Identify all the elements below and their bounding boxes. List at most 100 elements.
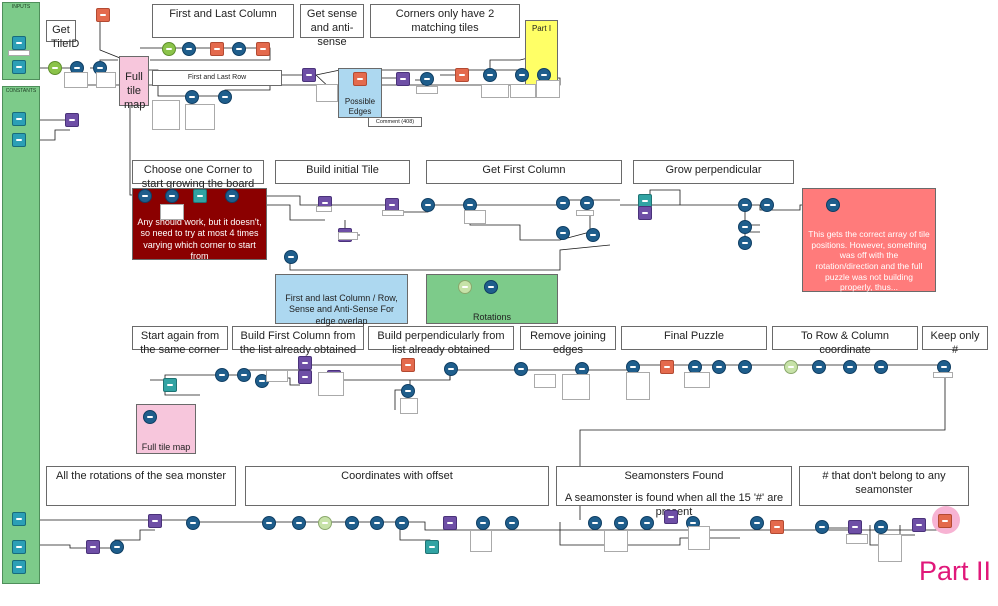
sample-tool-icon[interactable] <box>193 189 207 203</box>
input-label <box>8 50 30 56</box>
sort-tool-icon[interactable] <box>586 228 600 242</box>
tool-annotation <box>688 526 710 550</box>
formula-tool-icon[interactable] <box>237 368 251 382</box>
sort-tool-icon[interactable] <box>815 520 829 534</box>
summarize-tool-icon[interactable] <box>660 360 674 374</box>
append-tool-icon[interactable] <box>148 514 162 528</box>
transpose-tool-icon[interactable] <box>874 360 888 374</box>
union-tool-icon[interactable] <box>302 68 316 82</box>
join-tool-icon[interactable] <box>443 516 457 530</box>
select-tool-icon[interactable] <box>162 42 176 56</box>
input-data-tool[interactable] <box>12 36 26 50</box>
formula-tool-icon[interactable] <box>370 516 384 530</box>
formula-tool-icon[interactable] <box>232 42 246 56</box>
tool-annotation <box>338 232 358 240</box>
tool-annotation <box>96 72 116 88</box>
formula-tool-icon[interactable] <box>738 220 752 234</box>
formula-tool-icon[interactable] <box>760 198 774 212</box>
summarize-tool-icon[interactable] <box>938 514 952 528</box>
formula-tool-icon[interactable] <box>96 8 110 22</box>
formula-tool-icon[interactable] <box>401 384 415 398</box>
sort-tool-icon[interactable] <box>476 516 490 530</box>
select-tool-icon[interactable] <box>458 280 472 294</box>
formula-tool-icon[interactable] <box>225 189 239 203</box>
browse-tool-icon[interactable] <box>826 198 840 212</box>
append-tool-icon[interactable] <box>65 113 79 127</box>
formula-tool-icon[interactable] <box>556 226 570 240</box>
input-data-tool[interactable] <box>12 60 26 74</box>
formula-tool-icon[interactable] <box>514 362 528 376</box>
formula-tool-icon[interactable] <box>505 516 519 530</box>
summarize-tool-icon[interactable] <box>455 68 469 82</box>
sort-tool-icon[interactable] <box>640 516 654 530</box>
formula-tool-icon[interactable] <box>138 189 152 203</box>
join-tool-icon[interactable] <box>298 370 312 384</box>
transpose-tool-icon[interactable] <box>812 360 826 374</box>
formula-tool-icon[interactable] <box>738 236 752 250</box>
iterative-macro-icon[interactable] <box>444 362 458 376</box>
union-tool-icon[interactable] <box>638 206 652 220</box>
formula-tool-icon[interactable] <box>284 250 298 264</box>
formula-tool-icon[interactable] <box>738 198 752 212</box>
iterative-macro-icon[interactable] <box>186 516 200 530</box>
join-tool-icon[interactable] <box>912 518 926 532</box>
comment-coordinates-offset: Coordinates with offset <box>245 466 549 506</box>
comment-build-perp-list: Build perpendicularly from list already … <box>368 326 514 356</box>
append-tool-icon[interactable] <box>86 540 100 554</box>
select-tool-icon[interactable] <box>318 516 332 530</box>
formula-tool-icon[interactable] <box>614 516 628 530</box>
sample-tool-icon[interactable] <box>163 378 177 392</box>
join-tool-icon[interactable] <box>664 510 678 524</box>
formula-tool-icon[interactable] <box>218 90 232 104</box>
formula-tool-icon[interactable] <box>182 42 196 56</box>
constant-data-tool[interactable] <box>12 540 26 554</box>
formula-tool-icon[interactable] <box>215 368 229 382</box>
summarize-tool-icon[interactable] <box>401 358 415 372</box>
comment-get-tileid: Get TileID <box>46 20 79 50</box>
join-tool-icon[interactable] <box>396 72 410 86</box>
tool-annotation <box>562 374 590 400</box>
comment-count-label: Comment (408) <box>368 117 422 127</box>
tool-annotation <box>534 374 556 388</box>
transpose-tool-icon[interactable] <box>262 516 276 530</box>
formula-tool-icon[interactable] <box>515 68 529 82</box>
join-tool-icon[interactable] <box>848 520 862 534</box>
sort-tool-icon[interactable] <box>395 516 409 530</box>
formula-tool-icon[interactable] <box>345 516 359 530</box>
formula-tool-icon[interactable] <box>874 520 888 534</box>
formula-tool-icon[interactable] <box>750 516 764 530</box>
summarize-tool-icon[interactable] <box>770 520 784 534</box>
comment-final-puzzle: Final Puzzle <box>621 326 767 350</box>
constant-data-tool[interactable] <box>12 112 26 126</box>
formula-tool-icon[interactable] <box>484 280 498 294</box>
tool-annotation <box>626 372 650 400</box>
join-tool-icon[interactable] <box>298 356 312 370</box>
iterative-macro-icon[interactable] <box>580 196 594 210</box>
summarize-tool-icon[interactable] <box>353 72 367 86</box>
constant-data-tool[interactable] <box>12 560 26 574</box>
inputs-panel-title: INPUTS <box>11 4 31 10</box>
select-tool-icon[interactable] <box>784 360 798 374</box>
formula-tool-icon[interactable] <box>421 198 435 212</box>
sort-tool-icon[interactable] <box>165 189 179 203</box>
sort-tool-icon[interactable] <box>185 90 199 104</box>
constant-data-tool[interactable] <box>12 133 26 147</box>
transpose-tool-icon[interactable] <box>110 540 124 554</box>
summarize-tool-icon[interactable] <box>256 42 270 56</box>
formula-tool-icon[interactable] <box>292 516 306 530</box>
formula-tool-icon[interactable] <box>556 196 570 210</box>
comment-grow-perpendicular: Grow perpendicular <box>633 160 794 184</box>
formula-tool-icon[interactable] <box>588 516 602 530</box>
formula-tool-icon[interactable] <box>143 410 157 424</box>
formula-tool-icon[interactable] <box>843 360 857 374</box>
formula-tool-icon[interactable] <box>738 360 752 374</box>
sort-tool-icon[interactable] <box>712 360 726 374</box>
formula-tool-icon[interactable] <box>483 68 497 82</box>
tool-annotation <box>878 534 902 562</box>
sample-tool-icon[interactable] <box>425 540 439 554</box>
summarize-tool-icon[interactable] <box>210 42 224 56</box>
sort-tool-icon[interactable] <box>420 72 434 86</box>
tool-annotation <box>382 210 404 216</box>
constant-data-tool[interactable] <box>12 512 26 526</box>
select-tool-icon[interactable] <box>48 61 62 75</box>
